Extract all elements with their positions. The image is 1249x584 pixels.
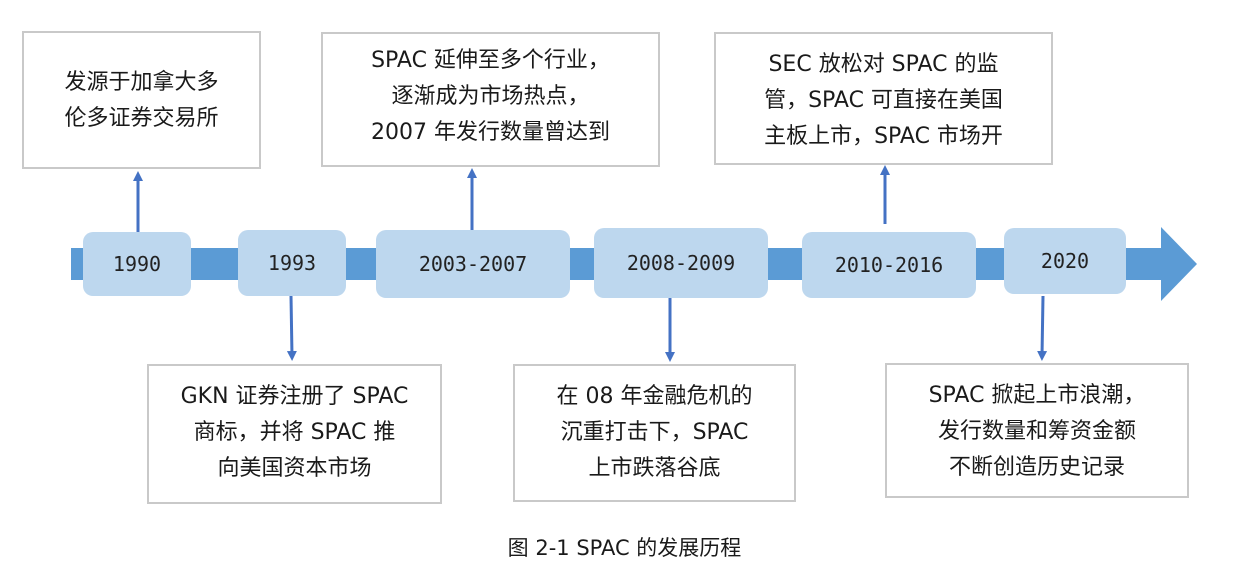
timeline-arrow-head [1161, 227, 1197, 301]
year-box-2020: 2020 [1004, 228, 1126, 294]
year-box-2008-2009: 2008-2009 [594, 228, 768, 298]
event-text-line: GKN 证券注册了 SPAC [180, 384, 409, 409]
event-text-line: 在 08 年金融危机的 [556, 384, 753, 409]
event-text-line: 不断创造历史记录 [948, 455, 1125, 480]
figure-caption: 图 2-1 SPAC 的发展历程 [507, 536, 742, 560]
event-text-line: 逐渐成为市场热点， [391, 84, 590, 109]
event-text-line: 发行数量和筹资金额 [937, 419, 1136, 444]
event-text-line: 主板上市，SPAC 市场开 [764, 124, 1003, 149]
event-text-line: 发源于加拿大多 [64, 70, 219, 95]
event-text-line: SPAC 延伸至多个行业， [371, 48, 610, 73]
event-text-line: 向美国资本市场 [217, 456, 372, 481]
event-text-line: SPAC 掀起上市浪潮， [928, 383, 1146, 408]
event-box-1993: GKN 证券注册了 SPAC 商标，并将 SPAC 推 向美国资本市场 [147, 364, 442, 504]
year-box-2010-2016: 2010-2016 [802, 232, 976, 298]
event-text-line: 伦多证券交易所 [64, 106, 219, 131]
year-label: 2010-2016 [834, 253, 944, 277]
event-text-line: 沉重打击下，SPAC [560, 420, 749, 445]
year-label: 1993 [267, 251, 317, 275]
event-text-line: 2007 年发行数量曾达到 [371, 120, 610, 145]
event-text-line: 商标，并将 SPAC 推 [193, 420, 396, 445]
event-box-1990: 发源于加拿大多 伦多证券交易所 [22, 31, 261, 169]
connector-2020 [1037, 295, 1048, 361]
event-text-line: 管，SPAC 可直接在美国 [764, 88, 1003, 113]
year-box-1993: 1993 [238, 230, 346, 296]
year-label: 2003-2007 [418, 252, 528, 276]
year-box-2003-2007: 2003-2007 [376, 230, 570, 298]
event-box-2003-2007: SPAC 延伸至多个行业， 逐渐成为市场热点， 2007 年发行数量曾达到 [321, 32, 660, 167]
year-label: 1990 [112, 252, 162, 276]
event-text-line: 上市跌落谷底 [588, 456, 721, 481]
event-box-2008-2009: 在 08 年金融危机的 沉重打击下，SPAC 上市跌落谷底 [513, 364, 796, 502]
year-label: 2008-2009 [626, 251, 736, 275]
year-box-1990: 1990 [83, 232, 191, 296]
connector-1993 [286, 295, 297, 361]
event-text-line: SEC 放松对 SPAC 的监 [768, 52, 999, 77]
event-box-2010-2016: SEC 放松对 SPAC 的监 管，SPAC 可直接在美国 主板上市，SPAC … [714, 32, 1053, 165]
event-box-2020: SPAC 掀起上市浪潮， 发行数量和筹资金额 不断创造历史记录 [885, 363, 1189, 498]
year-label: 2020 [1040, 249, 1090, 273]
